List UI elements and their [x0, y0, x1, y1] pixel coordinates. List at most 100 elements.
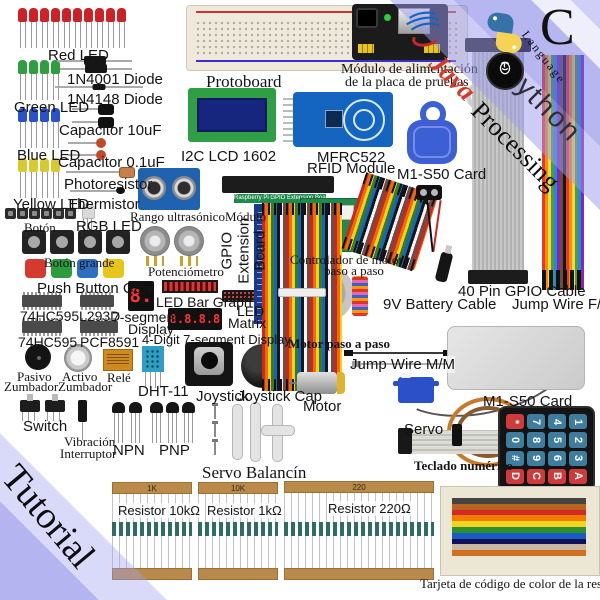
74hc595-label-a: 74HC595: [20, 308, 80, 324]
diode-1n4148-label: 1N4148 Diode: [67, 91, 163, 108]
led: [29, 60, 39, 104]
led: [18, 60, 28, 104]
push-button-cap-label: Push Button Cap: [37, 280, 151, 297]
resistor-1k-label: Resistor 1kΩ: [207, 503, 282, 518]
vibration-switch: [78, 400, 87, 440]
resistor-10k-label: Resistor 10kΩ: [118, 503, 200, 518]
lcd1602: [188, 88, 276, 142]
relay: [103, 349, 133, 371]
slide-switch: [45, 394, 65, 421]
m1-s50-keyfob: [407, 101, 457, 164]
keypad-key: 6: [548, 450, 566, 466]
resistor-tape: [284, 568, 434, 580]
keypad-key: 1: [569, 414, 587, 430]
photoresistor-label: Photoresistor: [64, 176, 153, 193]
activo-label-2: Zumbador: [58, 379, 113, 394]
resistor-tape: 220: [284, 481, 434, 493]
pasivo-label-2: Zumbador: [4, 379, 59, 394]
capacitor-01uf-label: Capacitor 0.1uF: [58, 154, 165, 171]
ceramic-capacitor: [68, 138, 106, 148]
keypad-key: B: [548, 468, 566, 484]
key-glyph: B: [550, 472, 563, 481]
screw: [212, 439, 218, 455]
led: [62, 8, 72, 52]
potentiometer: [174, 226, 204, 268]
teclado-label: Teclado numérico: [414, 458, 513, 473]
keypad-key: 4: [548, 414, 566, 430]
key-glyph: 9: [530, 455, 542, 462]
key-glyph: 2: [572, 436, 584, 443]
motor-paso-label: Motor paso a paso: [288, 336, 390, 351]
rfid-module: [283, 92, 393, 147]
key-glyph: 3: [572, 455, 584, 462]
button-cap-red: [25, 259, 46, 278]
rele-label: Relé: [107, 370, 131, 385]
npn-transistor: [129, 402, 142, 443]
motor-label: Motor: [303, 398, 342, 415]
screw: [212, 403, 218, 419]
vibracion-label-2: Interruptor: [60, 446, 117, 461]
tutorial-banner-text: Tutorial: [0, 456, 104, 577]
screw: [212, 421, 218, 437]
key-glyph: *: [509, 419, 521, 424]
led: [106, 8, 116, 52]
resistor-tape: 10K: [198, 482, 278, 494]
pnp-transistor: [166, 402, 179, 443]
servo-horn-cross: [261, 404, 295, 462]
keypad-key: 9: [527, 450, 545, 466]
keypad-key: 7: [527, 414, 545, 430]
key-glyph: C: [529, 472, 542, 481]
ultrasonic-eye: [172, 176, 196, 200]
jumper-wire-bundle: [262, 203, 342, 391]
yellow-pins-left: [358, 44, 374, 53]
m1-s50-card: [447, 326, 585, 390]
npn-transistor: [112, 402, 125, 443]
capacitor-10uf-label: Capacitor 10uF: [59, 122, 162, 139]
four-digit-display-label: 4-Digit 7-segment Display: [142, 332, 291, 347]
keypad-key: C: [527, 468, 545, 484]
servo-connector: [452, 424, 462, 446]
key-glyph: 7: [530, 418, 542, 425]
led-bar-graph: [162, 280, 218, 293]
key-glyph: 8: [530, 436, 542, 443]
led: [29, 8, 39, 52]
dht11-sensor: [142, 346, 164, 388]
keypad-key: *: [506, 414, 524, 430]
c-language-letter: C: [540, 0, 575, 56]
jumper-lead: [344, 350, 452, 356]
python-logo-blue: [486, 11, 515, 34]
cable-tie: [278, 288, 326, 297]
keypad-key: 0: [506, 432, 524, 448]
led: [40, 60, 50, 104]
rfid-pins: [283, 98, 293, 142]
led: [95, 8, 105, 52]
gpio-board-vertical-label: GPIO Extension Board: [218, 217, 269, 284]
stepper-wires: [352, 276, 368, 316]
key-glyph: 4: [551, 418, 563, 425]
thermistor-label: Thermistor: [68, 196, 140, 213]
potenciometro-label: Potenciómetro: [148, 264, 224, 279]
m1-s50-fob-label: M1-S50 Card: [397, 166, 487, 183]
barrel-jack: [356, 8, 378, 28]
diode-1n4001-label: 1N4001 Diode: [67, 71, 163, 88]
resistor-bodies: [112, 522, 192, 536]
chart-row: [452, 550, 586, 556]
led: [51, 60, 61, 104]
switch-label: Switch: [23, 418, 68, 435]
resistor-tape: [198, 568, 278, 580]
battery-barrel-plug: [434, 250, 454, 284]
servo-balancin-label: Servo Balancín: [202, 463, 307, 482]
pnp-label: PNP: [159, 442, 190, 459]
jump-wire-fm-label: Jump Wire F/M: [512, 296, 600, 313]
boton-label: Botón: [24, 220, 56, 235]
battery-clip: [416, 185, 442, 200]
led: [73, 8, 83, 52]
boton-grande-label: Botón grande: [44, 255, 115, 270]
pnp-transistor: [182, 402, 195, 443]
diode-1n4001: [60, 68, 132, 70]
slide-switch: [20, 394, 40, 421]
gpio-header: [222, 176, 334, 193]
npn-label: NPN: [113, 442, 145, 459]
keypad-key: 8: [527, 432, 545, 448]
